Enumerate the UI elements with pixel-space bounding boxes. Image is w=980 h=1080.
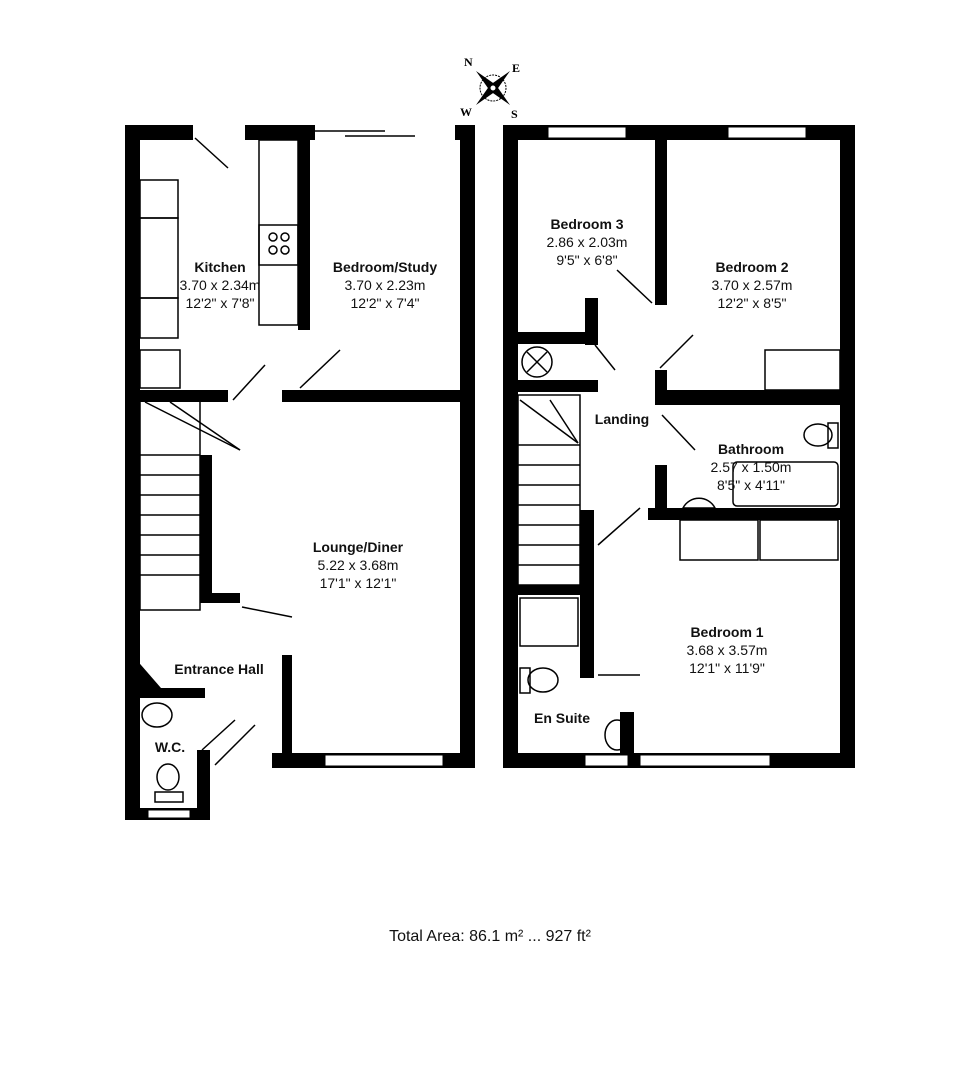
room-lounge-diner: Lounge/Diner 5.22 x 3.68m 17'1" x 12'1" (313, 538, 403, 592)
room-bedroom-2: Bedroom 2 3.70 x 2.57m 12'2" x 8'5" (712, 258, 793, 312)
room-wc: W.C. (155, 738, 185, 756)
room-kitchen: Kitchen 3.70 x 2.34m 12'2" x 7'8" (180, 258, 261, 312)
room-bathroom: Bathroom 2.57 x 1.50m 8'5" x 4'11" (711, 440, 792, 494)
total-area: Total Area: 86.1 m² ... 927 ft² (389, 928, 591, 945)
room-metric: 3.70 x 2.57m (711, 277, 793, 293)
ground-floor-fixtures (139, 130, 415, 803)
room-name: Bedroom 2 (715, 259, 789, 275)
compass-icon (476, 71, 510, 105)
first-floor-windows (547, 126, 807, 767)
room-imperial: 8'5" x 4'11" (717, 477, 785, 493)
first-floor-fixtures (517, 269, 841, 751)
room-name: Bedroom 3 (550, 216, 624, 232)
room-imperial: 12'2" x 7'8" (185, 295, 255, 311)
room-name: Bedroom/Study (332, 259, 438, 275)
room-name: Entrance Hall (174, 661, 264, 677)
room-metric: 5.22 x 3.68m (317, 557, 399, 573)
room-imperial: 12'1" x 11'9" (689, 660, 765, 676)
room-bedroom-1: Bedroom 1 3.68 x 3.57m 12'1" x 11'9" (687, 623, 768, 677)
room-imperial: 17'1" x 12'1" (319, 575, 397, 591)
room-entrance-hall: Entrance Hall (174, 660, 263, 678)
room-name: Lounge/Diner (312, 539, 404, 555)
compass-s: S (511, 107, 518, 121)
compass-n: N (464, 55, 473, 69)
compass-letters: N E W S (460, 55, 520, 121)
room-name: En Suite (533, 710, 591, 726)
room-name: Bedroom 1 (690, 624, 764, 640)
room-metric: 2.86 x 2.03m (546, 234, 628, 250)
room-metric: 3.70 x 2.23m (344, 277, 426, 293)
ground-floor-windows (147, 754, 444, 819)
room-imperial: 9'5" x 6'8" (556, 252, 618, 268)
room-metric: 2.57 x 1.50m (710, 459, 792, 475)
room-en-suite: En Suite (534, 709, 590, 727)
room-bedroom-study: Bedroom/Study 3.70 x 2.23m 12'2" x 7'4" (333, 258, 437, 312)
room-name: Kitchen (194, 259, 246, 275)
room-name: W.C. (154, 739, 186, 755)
room-bedroom-3: Bedroom 3 2.86 x 2.03m 9'5" x 6'8" (547, 215, 628, 269)
room-imperial: 12'2" x 8'5" (717, 295, 787, 311)
compass-w: W (460, 105, 472, 119)
room-imperial: 12'2" x 7'4" (350, 295, 420, 311)
room-metric: 3.70 x 2.34m (179, 277, 261, 293)
room-metric: 3.68 x 3.57m (686, 642, 768, 658)
room-name: Landing (594, 411, 650, 427)
compass-e: E (512, 61, 520, 75)
room-landing: Landing (595, 410, 649, 428)
room-name: Bathroom (717, 441, 785, 457)
